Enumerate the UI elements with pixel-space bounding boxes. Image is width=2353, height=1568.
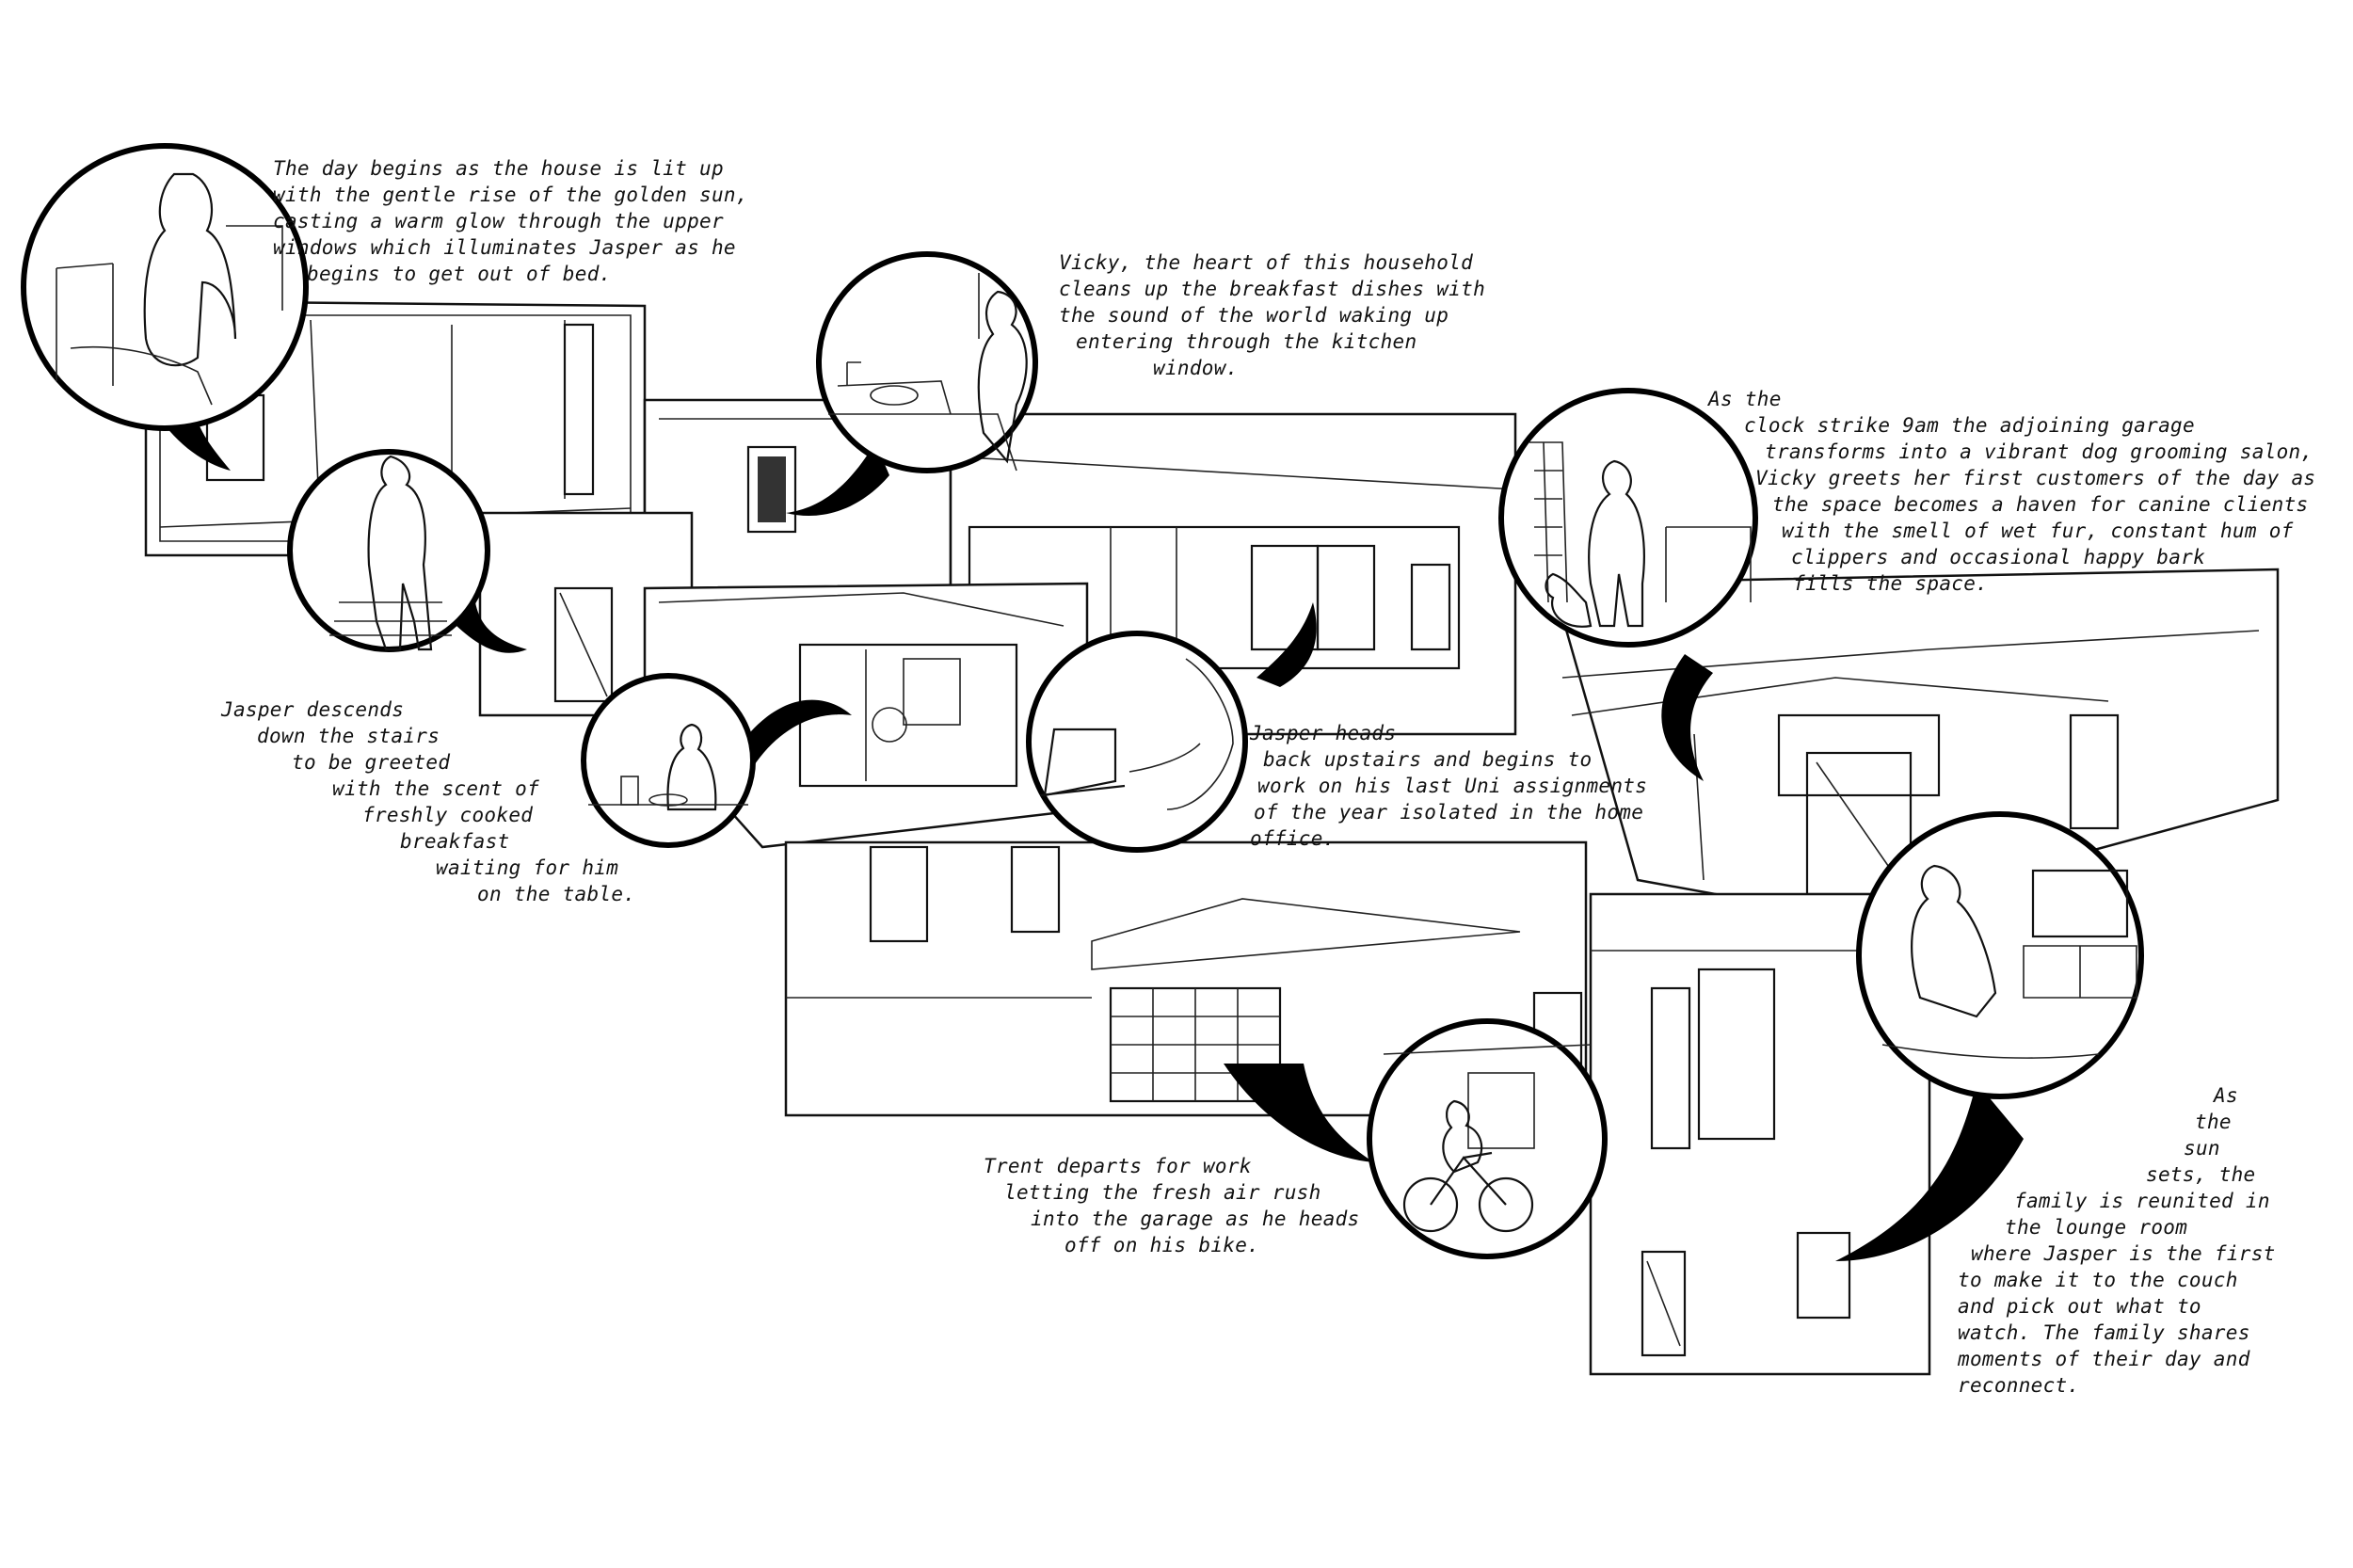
caption-line: breakfast (400, 830, 510, 853)
tail-evening (1835, 1082, 2024, 1261)
caption-line: family is reunited in (2014, 1190, 2270, 1212)
bubble-stairs (287, 449, 490, 652)
caption-vicky-kitchen: Vicky, the heart of this household clean… (1059, 249, 1485, 381)
caption-line: with the gentle rise of the golden sun, (273, 184, 748, 206)
caption-line: window. (1153, 357, 1239, 379)
caption-line: reconnect. (1958, 1374, 2080, 1397)
caption-line: down the stairs (257, 725, 440, 747)
caption-line: Vicky greets her first customers of the … (1755, 467, 2316, 489)
caption-stairs: Jasper descends down the stairs to be gr… (221, 696, 635, 907)
caption-line: on the table. (477, 883, 636, 905)
tail-trent (1224, 1064, 1374, 1162)
caption-line: As the (1708, 388, 1782, 410)
caption-line: transforms into a vibrant dog grooming s… (1765, 440, 2313, 463)
panel-lounge-exterior (1589, 892, 1931, 1376)
caption-evening: As the sun sets, the family is reunited … (1958, 1082, 2276, 1399)
tail-dining (734, 699, 852, 767)
bubble-study (1026, 631, 1248, 853)
caption-line: freshly cooked (362, 804, 534, 826)
caption-line: work on his last Uni assignments (1257, 775, 1648, 797)
caption-line: clippers and occasional happy bark (1791, 546, 2206, 568)
caption-study: Jasper heads back upstairs and begins to… (1250, 720, 1647, 852)
bubble-dining (581, 673, 756, 848)
caption-line: with the scent of (332, 777, 540, 800)
caption-line: into the garage as he heads (1031, 1208, 1360, 1230)
caption-trent: Trent departs for work letting the fresh… (984, 1153, 1359, 1258)
tail-salon (1661, 654, 1713, 781)
caption-line: The day begins as the house is lit up (273, 157, 724, 180)
caption-line: Trent departs for work (984, 1155, 1252, 1177)
caption-line: Jasper heads (1250, 722, 1397, 744)
caption-line: letting the fresh air rush (1004, 1181, 1321, 1204)
caption-line: windows which illuminates Jasper as he (273, 236, 736, 259)
caption-line: casting a warm glow through the upper (273, 210, 724, 232)
caption-line: to make it to the couch (1958, 1269, 2238, 1291)
caption-line: the sound of the world waking up (1059, 304, 1449, 327)
tail-study (1257, 602, 1317, 687)
caption-line: fills the space. (1793, 572, 1989, 595)
caption-wake: The day begins as the house is lit up wi… (273, 155, 748, 287)
caption-line: with the smell of wet fur, constant hum … (1782, 520, 2294, 542)
caption-line: waiting for him (436, 856, 619, 879)
caption-line: Jasper descends (221, 698, 405, 721)
caption-line: cleans up the breakfast dishes with (1059, 278, 1486, 300)
caption-line: clock strike 9am the adjoining garage (1744, 414, 2195, 437)
caption-line: of the year isolated in the home (1254, 801, 1644, 824)
caption-line: to be greeted (292, 751, 451, 774)
bubble-trent (1367, 1018, 1608, 1259)
caption-salon: As the clock strike 9am the adjoining ga… (1708, 386, 2315, 597)
bubble-kitchen (816, 251, 1038, 473)
caption-line: the space becomes a haven for canine cli… (1772, 493, 2309, 516)
caption-line: the (2195, 1111, 2232, 1133)
caption-line: where Jasper is the first (1971, 1242, 2276, 1265)
caption-line: moments of their day and (1958, 1348, 2250, 1370)
caption-line: sun (2184, 1137, 2220, 1160)
caption-line: As (2214, 1084, 2238, 1107)
bubble-wake (21, 143, 309, 431)
caption-line: the lounge room (2005, 1216, 2188, 1239)
speech-tails (160, 405, 2024, 1261)
bubble-evening (1856, 811, 2144, 1099)
caption-line: watch. The family shares (1958, 1321, 2250, 1344)
tail-kitchen (786, 442, 889, 517)
caption-line: and pick out what to (1958, 1295, 2201, 1318)
caption-line: begins to get out of bed. (307, 263, 612, 285)
tail-stairs (452, 602, 527, 653)
caption-line: office. (1250, 827, 1336, 850)
caption-line: entering through the kitchen (1076, 330, 1417, 353)
bubble-salon (1498, 388, 1758, 648)
caption-line: Vicky, the heart of this household (1059, 251, 1474, 274)
caption-line: off on his bike. (1064, 1234, 1260, 1256)
caption-line: sets, the (2146, 1163, 2256, 1186)
caption-line: back upstairs and begins to (1263, 748, 1593, 771)
